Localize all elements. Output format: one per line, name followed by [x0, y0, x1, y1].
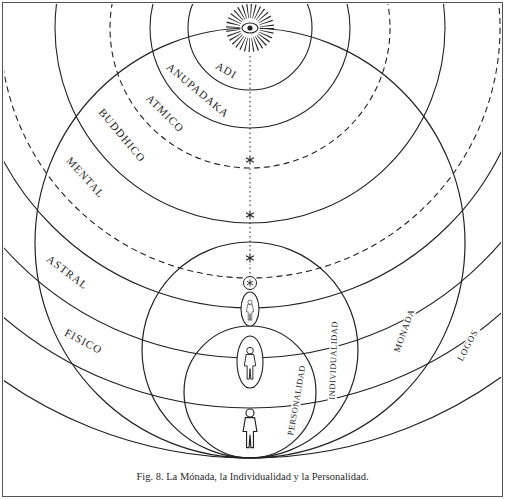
sphere-label: PERSONALIDAD: [286, 362, 307, 438]
figure-caption: Fig. 8. La Mónada, la Individualidad y l…: [0, 471, 505, 482]
plane-label: ASTRAL: [43, 252, 92, 293]
stars: [244, 154, 257, 290]
plane-label: ATMICO: [143, 91, 188, 136]
plane-label: FISICO: [61, 326, 106, 357]
human-figures: [237, 292, 263, 448]
sun-symbol: [233, 11, 267, 45]
sphere-label: INDIVIDUALIDAD: [327, 318, 338, 401]
sphere-label: MONADA: [392, 305, 417, 354]
plane-label: MENTAL: [63, 153, 108, 201]
spheres: [35, 28, 465, 458]
plane-label: ADI: [212, 59, 241, 82]
plane-arcs: [4, 4, 501, 458]
